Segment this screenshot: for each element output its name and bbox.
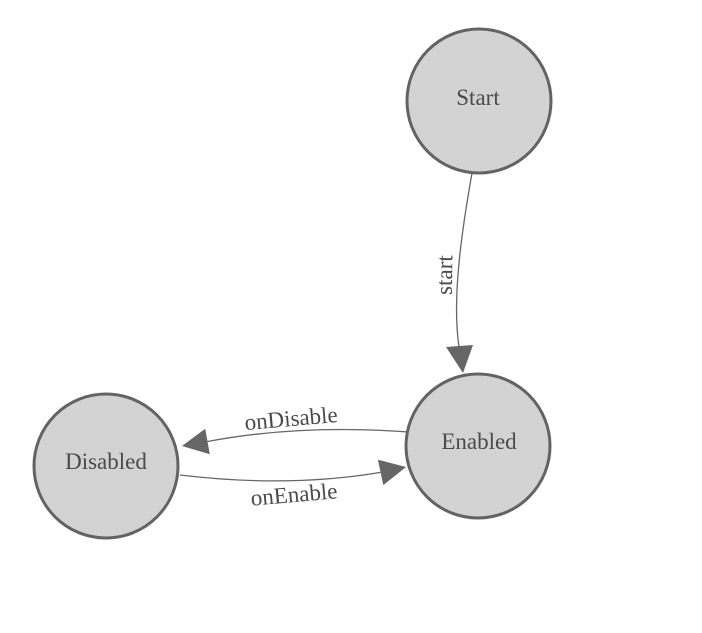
edge-disabled-to-enabled: onEnable [179, 459, 406, 511]
state-node-start: Start [405, 27, 553, 175]
start-node-label: Start [456, 85, 500, 110]
edge-enabled-to-disabled-line [207, 428, 410, 443]
arrowhead-disabled-to-enabled [377, 459, 406, 486]
arrowhead-start-to-enabled [446, 345, 473, 373]
disabled-node-circle [32, 392, 180, 540]
start-node-circle [405, 27, 553, 175]
edge-start-to-enabled-line [455, 172, 473, 348]
enabled-node-circle [404, 372, 552, 520]
edge-enabled-to-disabled: onDisable [182, 402, 410, 455]
edge-start-to-enabled: start [432, 172, 473, 373]
enabled-node-label: Enabled [441, 429, 517, 454]
edge-label-start: start [432, 254, 458, 295]
state-node-enabled: Enabled [404, 372, 552, 520]
arrowhead-enabled-to-disabled [182, 428, 210, 455]
disabled-node-label: Disabled [65, 449, 147, 474]
edge-label-onenable: onEnable [250, 478, 339, 510]
state-node-disabled: Disabled [32, 392, 180, 540]
edge-disabled-to-enabled-line [179, 471, 381, 482]
